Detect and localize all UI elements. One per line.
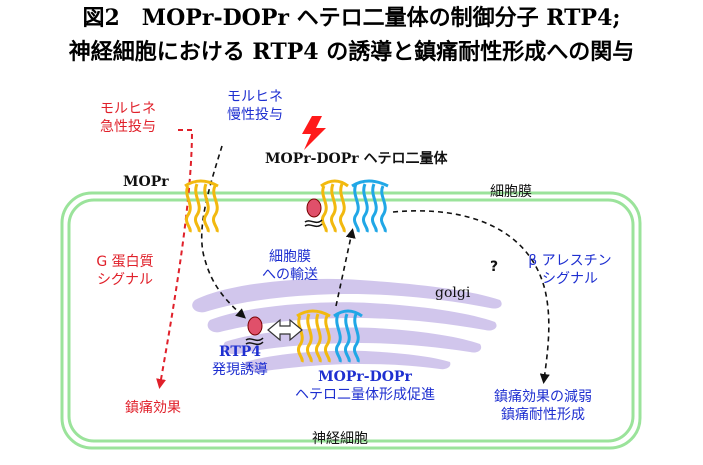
- acute-morphine-label: モルヒネ急性投与: [100, 101, 156, 135]
- membrane-label: 細胞膜: [490, 184, 532, 200]
- tolerance-label: 鎮痛効果の減弱鎮痛耐性形成: [494, 389, 592, 423]
- acute-arrow: [156, 129, 194, 389]
- rtp4-golgi-icon: [245, 316, 264, 346]
- chronic-morphine-label: モルヒネ慢性投与: [227, 89, 283, 123]
- mopr-receptor-icon: [184, 179, 219, 233]
- heterodimer-receptor-icon: [320, 179, 389, 233]
- lightning-icon: [302, 116, 326, 150]
- neuron-label: 神経細胞: [312, 431, 368, 447]
- title-line-2: 神経細胞における RTP4 の誘導と鎮痛耐性形成への関与: [68, 39, 635, 65]
- arrestin-signal-label: β アレスチンシグナル: [528, 253, 612, 287]
- chronic-arrow: [201, 145, 246, 319]
- cell-membrane: [60, 191, 642, 450]
- analgesia-label: 鎮痛効果: [125, 400, 181, 416]
- heterodimer-label: MOPr-DOPr ヘテロ二量体: [265, 151, 448, 167]
- gprotein-signal-label: G 蛋白質シグナル: [96, 254, 154, 288]
- title-line-1: 図2 MOPr-DOPr ヘテロ二量体の制御分子 RTP4;: [82, 5, 621, 31]
- arrestin-arrow: [392, 210, 550, 384]
- transport-label: 細胞膜への輸送: [262, 249, 318, 283]
- golgi-heterodimer-icon: [296, 309, 363, 363]
- question-mark: ?: [490, 259, 499, 275]
- mopr-label: MOPr: [123, 174, 169, 190]
- golgi-label: golgi: [435, 285, 471, 301]
- interaction-arrow-icon: [267, 318, 303, 342]
- rtp4-membrane-icon: [304, 198, 323, 228]
- transport-arrow: [335, 228, 356, 307]
